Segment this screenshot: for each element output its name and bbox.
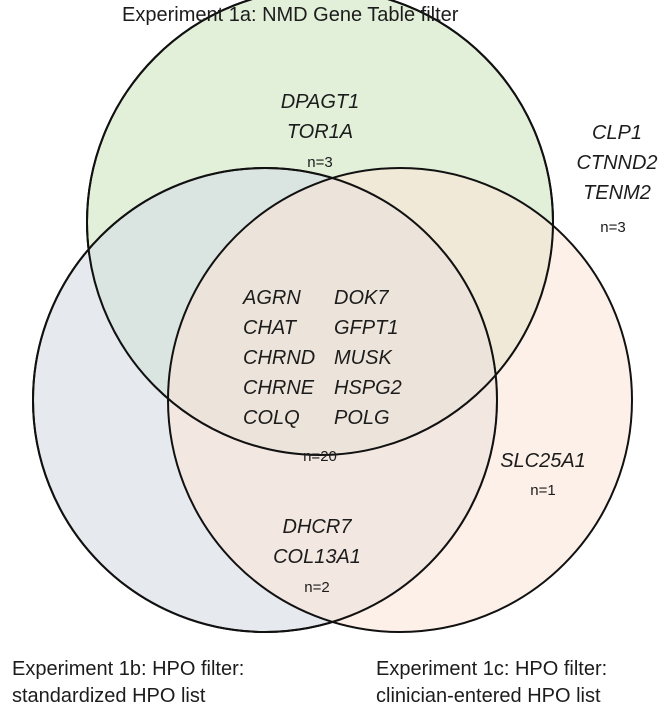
gene-label: GFPT1 bbox=[334, 317, 399, 339]
gene-label: CTNND2 bbox=[576, 152, 658, 174]
gene-label: COL13A1 bbox=[273, 546, 361, 568]
region-c-only-genes: SLC25A1 bbox=[488, 446, 598, 476]
circle-outline-1a bbox=[86, 0, 554, 456]
gene-label: DOK7 bbox=[334, 287, 389, 309]
region-a-only-count: n=3 bbox=[307, 154, 333, 171]
gene-label: TENM2 bbox=[583, 182, 651, 204]
title-experiment-1a: Experiment 1a: NMD Gene Table filter bbox=[122, 4, 459, 26]
region-b-c-genes: DHCR7 COL13A1 bbox=[257, 512, 377, 572]
circle-experiment-1c bbox=[167, 167, 633, 633]
region-c-only-count: n=1 bbox=[530, 482, 556, 499]
title-1c-line2: clinician-entered HPO list bbox=[376, 685, 601, 707]
gene-label: HSPG2 bbox=[334, 377, 402, 399]
gene-label: SLC25A1 bbox=[500, 450, 586, 472]
title-experiment-1b: Experiment 1b: HPO filter: standardized … bbox=[12, 656, 244, 710]
gene-label: TOR1A bbox=[286, 121, 354, 143]
gene-label: CLP1 bbox=[591, 122, 643, 144]
gene-label: COLQ bbox=[243, 407, 300, 429]
title-1c-line1: Experiment 1c: HPO filter: bbox=[376, 658, 608, 680]
title-1b-line1: Experiment 1b: HPO filter: bbox=[12, 658, 245, 680]
region-all-three-genes-col2: DOK7 GFPT1 MUSK HSPG2 POLG bbox=[334, 283, 402, 433]
region-outside-count: n=3 bbox=[600, 219, 626, 236]
region-outside-genes: CLP1 CTNND2 TENM2 bbox=[572, 118, 662, 208]
gene-label: CHAT bbox=[243, 317, 296, 339]
title-experiment-1c: Experiment 1c: HPO filter: clinician-ent… bbox=[376, 656, 607, 710]
gene-label: DHCR7 bbox=[282, 516, 352, 538]
gene-label: AGRN bbox=[243, 287, 301, 309]
gene-label: CHRNE bbox=[243, 377, 315, 399]
region-all-three-genes-col1: AGRN CHAT CHRND CHRNE COLQ bbox=[243, 283, 315, 433]
circle-outline-1b bbox=[32, 167, 498, 633]
title-1b-line2: standardized HPO list bbox=[12, 685, 206, 707]
gene-label: DPAGT1 bbox=[280, 91, 360, 113]
region-a-only-genes: DPAGT1 TOR1A bbox=[262, 87, 378, 147]
gene-label: MUSK bbox=[334, 347, 392, 369]
region-b-c-count: n=2 bbox=[304, 579, 330, 596]
gene-label: POLG bbox=[334, 407, 390, 429]
gene-label: CHRND bbox=[243, 347, 316, 369]
region-all-three-count: n=20 bbox=[303, 448, 337, 465]
